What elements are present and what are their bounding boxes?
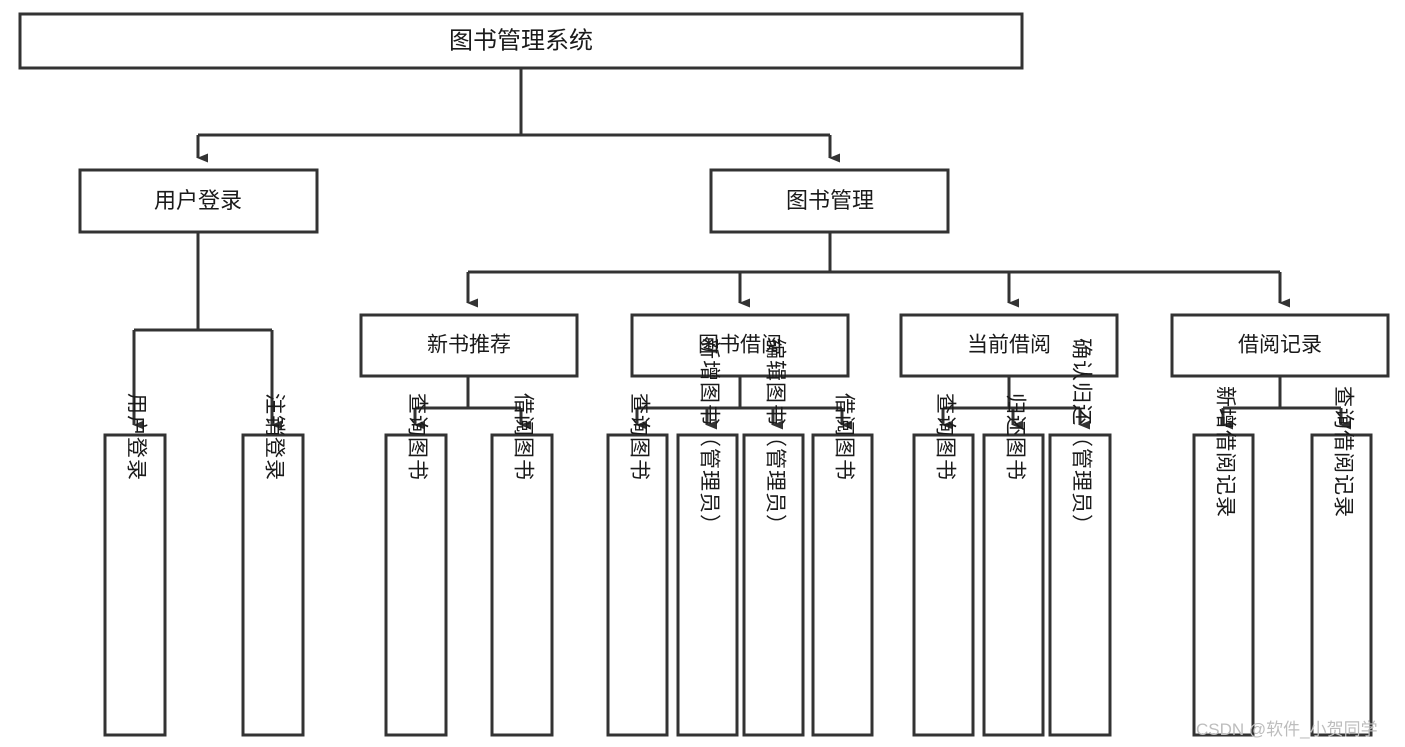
node-leaf-edit-book-label: 编辑图书（管理员） — [763, 338, 786, 536]
node-leaf-borrow-book-1-box[interactable] — [490, 433, 554, 737]
connector-group-new-book-recommend — [413, 376, 531, 430]
node-leaf-query-record-box[interactable] — [1310, 433, 1373, 737]
node-book-borrow-label: 图书借阅 — [698, 334, 782, 357]
node-user-login-label: 用户登录 — [154, 188, 242, 213]
node-leaf-query-book-1-box[interactable] — [384, 433, 448, 737]
node-leaf-query-record-label: 查询借阅记录 — [1331, 386, 1354, 518]
node-leaf-borrow-book-2[interactable]: 借阅图书 — [811, 393, 874, 737]
connector-group-book-borrow — [635, 376, 852, 430]
node-leaf-logout-login-box[interactable] — [241, 433, 305, 737]
node-leaf-query-record[interactable]: 查询借阅记录 — [1310, 386, 1373, 737]
node-root-label: 图书管理系统 — [449, 27, 593, 54]
connector-group-root — [196, 68, 840, 163]
node-borrow-record-box[interactable] — [1170, 313, 1390, 378]
node-leaf-user-login-label: 用户登录 — [124, 393, 147, 481]
node-leaf-logout-login[interactable]: 注销登录 — [241, 393, 305, 737]
node-leaf-borrow-book-2-box[interactable] — [811, 433, 874, 737]
node-leaf-query-book-2[interactable]: 查询图书 — [606, 393, 669, 737]
node-leaf-add-record-label: 新增借阅记录 — [1213, 386, 1236, 518]
node-leaf-borrow-book-1[interactable]: 借阅图书 — [490, 393, 554, 737]
node-leaf-query-book-1-label: 查询图书 — [405, 393, 428, 481]
node-borrow-record[interactable]: 借阅记录 — [1170, 313, 1390, 378]
node-current-borrow-label: 当前借阅 — [967, 334, 1051, 357]
node-leaf-confirm-return-label: 确认归还（管理员） — [1069, 338, 1092, 536]
node-user-login[interactable]: 用户登录 — [78, 168, 319, 234]
node-leaf-query-book-3-label: 查询图书 — [933, 393, 956, 481]
connector-group-user-login — [132, 232, 282, 430]
node-root[interactable]: 图书管理系统 — [18, 12, 1024, 70]
node-leaf-return-book-box[interactable] — [982, 433, 1045, 737]
node-leaf-add-record-box[interactable] — [1192, 433, 1255, 737]
node-leaf-user-login-box[interactable] — [103, 433, 167, 737]
connector-group-book-management — [466, 232, 1290, 308]
node-book-management-label: 图书管理 — [786, 188, 874, 213]
node-book-borrow[interactable]: 图书借阅 — [630, 313, 850, 378]
node-leaf-add-record[interactable]: 新增借阅记录 — [1192, 386, 1255, 737]
connector-group-borrow-record — [1221, 376, 1351, 430]
node-leaf-query-book-3[interactable]: 查询图书 — [912, 393, 975, 737]
node-book-management[interactable]: 图书管理 — [709, 168, 950, 234]
node-new-book-recommend-box[interactable] — [359, 313, 579, 378]
node-leaf-borrow-book-1-label: 借阅图书 — [511, 393, 534, 481]
node-leaf-borrow-book-2-label: 借阅图书 — [832, 393, 855, 481]
node-leaf-add-book-label: 新增图书（管理员） — [697, 338, 720, 536]
node-book-borrow-box[interactable] — [630, 313, 850, 378]
node-leaf-query-book-2-label: 查询图书 — [627, 393, 650, 481]
node-leaf-return-book[interactable]: 归还图书 — [982, 393, 1045, 737]
node-new-book-recommend-label: 新书推荐 — [427, 334, 511, 357]
node-root-box[interactable] — [18, 12, 1024, 70]
node-leaf-user-login[interactable]: 用户登录 — [103, 393, 167, 737]
node-leaf-confirm-return-box[interactable] — [1048, 433, 1112, 737]
node-current-borrow[interactable]: 当前借阅 — [899, 313, 1119, 378]
csdn-watermark: CSDN @软件_小贺同学 — [1196, 720, 1378, 739]
node-leaf-edit-book-box[interactable] — [742, 433, 805, 737]
node-book-management-box[interactable] — [709, 168, 950, 234]
node-leaf-edit-book[interactable]: 编辑图书（管理员） — [742, 338, 805, 737]
node-leaf-confirm-return[interactable]: 确认归还（管理员） — [1048, 338, 1112, 737]
node-leaf-query-book-1[interactable]: 查询图书 — [384, 393, 448, 737]
node-leaf-return-book-label: 归还图书 — [1003, 393, 1026, 481]
node-leaf-query-book-2-box[interactable] — [606, 433, 669, 737]
node-leaf-query-book-3-box[interactable] — [912, 433, 975, 737]
node-new-book-recommend[interactable]: 新书推荐 — [359, 313, 579, 378]
node-user-login-box[interactable] — [78, 168, 319, 234]
node-leaf-add-book[interactable]: 新增图书（管理员） — [676, 338, 739, 737]
node-leaf-add-book-box[interactable] — [676, 433, 739, 737]
connector-group-current-borrow — [941, 376, 1090, 430]
node-leaf-logout-login-label: 注销登录 — [262, 393, 285, 481]
node-current-borrow-box[interactable] — [899, 313, 1119, 378]
node-borrow-record-label: 借阅记录 — [1238, 334, 1322, 357]
